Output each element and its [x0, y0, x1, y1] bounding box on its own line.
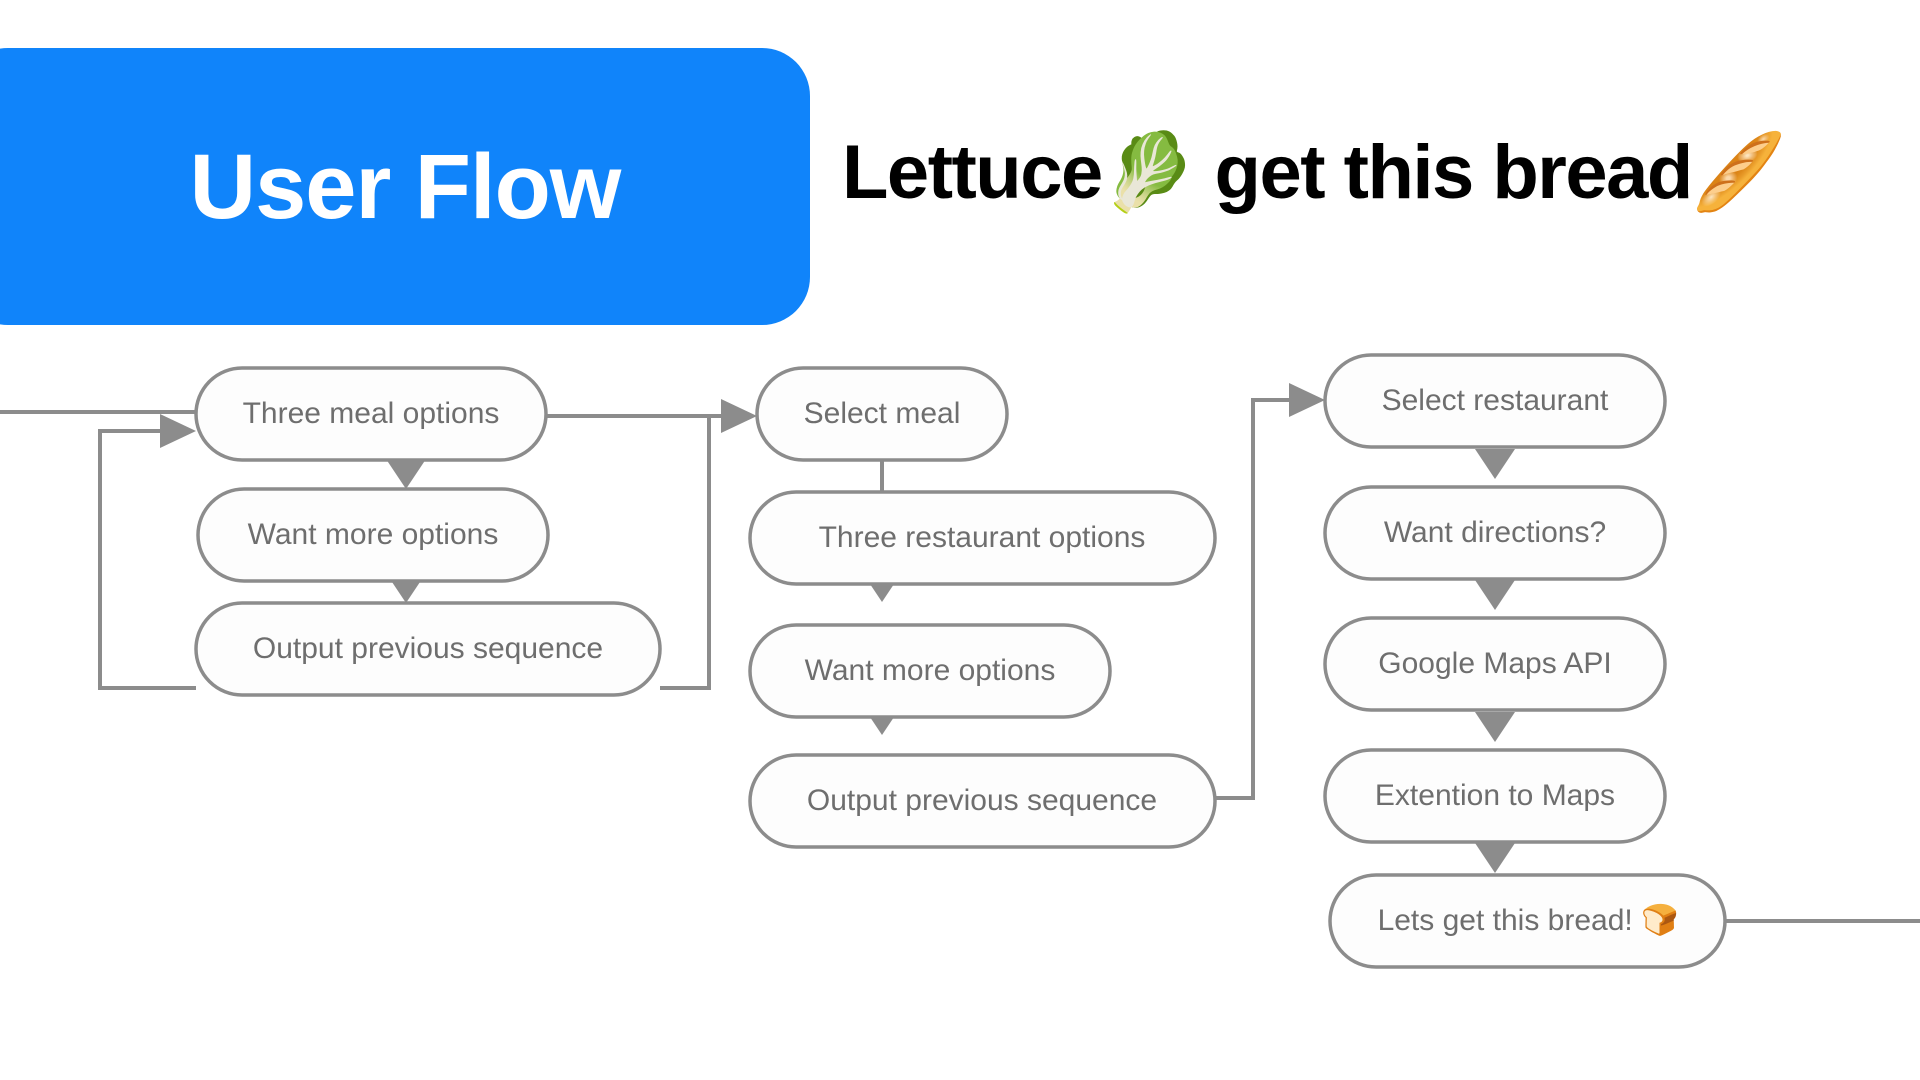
connector-output-restaurants-to-select-restaurant [1215, 398, 1289, 800]
arrow-head-loop-to-three-meal-options [160, 414, 196, 448]
tagline-text-get-this-bread: get this bread [1194, 130, 1694, 215]
node-extention-to-maps-shape[interactable] [1323, 748, 1667, 844]
node-google-maps-api-label: Google Maps API [1378, 647, 1611, 680]
node-three-restaurant-options-shape[interactable] [748, 490, 1217, 586]
node-extention-to-maps-label: Extention to Maps [1375, 779, 1615, 812]
node-google-maps-api-shape[interactable] [1323, 616, 1667, 712]
node-lets-get-this-bread-shape[interactable] [1328, 873, 1727, 969]
arrow-head-into-select-meal [721, 399, 757, 433]
node-want-directions-label: Want directions? [1384, 516, 1606, 549]
user-flow-badge-label: User Flow [189, 135, 622, 238]
node-want-more-options-meals-shape[interactable] [196, 487, 550, 583]
arrow-head-extention-to-maps-to-lets-get-this-bread [1475, 843, 1515, 873]
node-select-restaurant-label: Select restaurant [1382, 384, 1609, 417]
node-lets-get-this-bread[interactable]: Lets get this bread! 🍞 [1328, 873, 1727, 969]
node-output-previous-sequence-restaurants[interactable]: Output previous sequence [748, 753, 1217, 849]
node-three-meal-options-shape[interactable] [194, 366, 548, 462]
arrow-head-into-select-restaurant [1289, 383, 1325, 417]
arrow-head-three-meal-to-want-more [386, 459, 426, 489]
arrow-head-select-restaurant-to-want-directions [1475, 449, 1515, 479]
connector-output-meals-to-select-meal [660, 416, 711, 690]
node-select-restaurant-shape[interactable] [1323, 353, 1667, 449]
leafy-green-icon: 🥬 [1101, 127, 1197, 216]
node-output-previous-sequence-meals-label: Output previous sequence [253, 632, 603, 665]
node-extention-to-maps[interactable]: Extention to Maps [1323, 748, 1667, 844]
arrow-head-google-maps-api-to-extention-to-maps [1475, 712, 1515, 742]
node-want-directions[interactable]: Want directions? [1323, 485, 1667, 581]
arrow-head-want-directions-to-google-maps-api [1475, 580, 1515, 610]
node-lets-get-this-bread-label: Lets get this bread! 🍞 [1378, 902, 1679, 937]
node-want-more-options-restaurants-shape[interactable] [748, 623, 1112, 719]
node-want-more-options-meals-label: Want more options [248, 518, 499, 551]
node-three-meal-options[interactable]: Three meal options [194, 366, 548, 462]
node-three-meal-options-label: Three meal options [243, 397, 500, 430]
node-select-meal[interactable]: Select meal [755, 366, 1009, 462]
tagline-text-lettuce: Lettuce [842, 130, 1103, 215]
node-google-maps-api[interactable]: Google Maps API [1323, 616, 1667, 712]
node-three-restaurant-options[interactable]: Three restaurant options [748, 490, 1217, 586]
node-want-more-options-restaurants-label: Want more options [805, 654, 1056, 687]
node-output-previous-sequence-meals[interactable]: Output previous sequence [194, 601, 662, 697]
page-tagline: Lettuce🥬 get this bread🥖 [842, 134, 1786, 211]
node-select-meal-label: Select meal [804, 397, 961, 430]
node-select-meal-shape[interactable] [755, 366, 1009, 462]
node-output-previous-sequence-meals-shape[interactable] [194, 601, 662, 697]
node-want-more-options-meals[interactable]: Want more options [196, 487, 550, 583]
baguette-bread-icon: 🥖 [1691, 127, 1787, 216]
node-three-restaurant-options-label: Three restaurant options [819, 521, 1146, 554]
node-want-directions-shape[interactable] [1323, 485, 1667, 581]
node-select-restaurant[interactable]: Select restaurant [1323, 353, 1667, 449]
node-output-previous-sequence-restaurants-shape[interactable] [748, 753, 1217, 849]
directions-column: Select restaurant Want directions? Googl… [1323, 353, 1727, 969]
connector-loop-output-to-three-meal-options [98, 429, 196, 690]
user-flow-badge: User Flow [0, 48, 810, 325]
node-want-more-options-restaurants[interactable]: Want more options [748, 623, 1112, 719]
meal-selection-column: Three meal options Want more options Out… [194, 366, 662, 697]
restaurant-selection-column: Select meal Three restaurant options Wan… [748, 366, 1217, 849]
node-output-previous-sequence-restaurants-label: Output previous sequence [807, 784, 1157, 817]
